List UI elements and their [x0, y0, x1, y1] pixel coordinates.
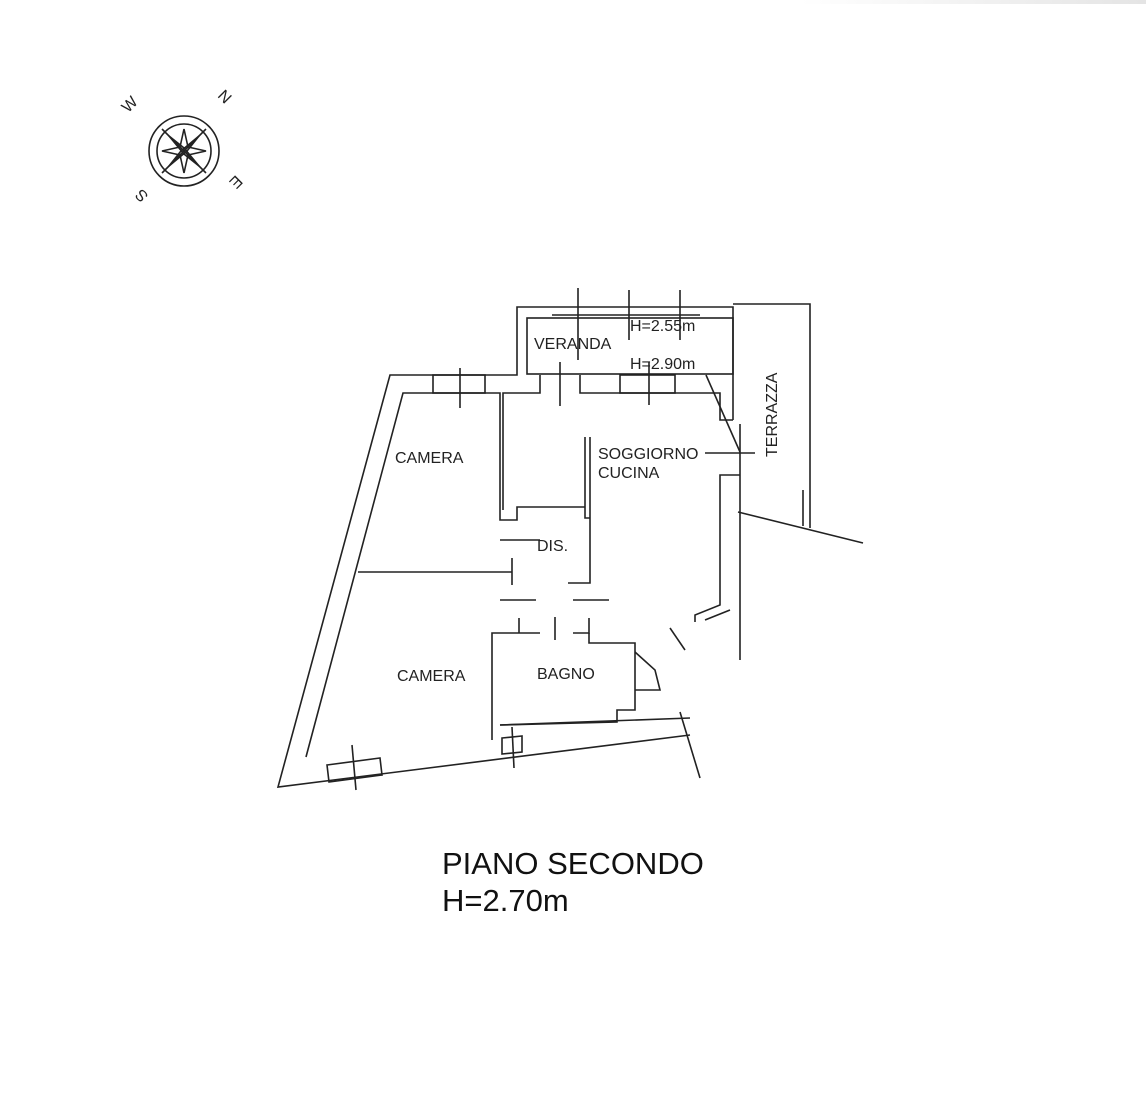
- room-labels: CAMERA VERANDA H=2.55m H=2.90m SOGGIORNO…: [395, 318, 781, 685]
- floor-height: H=2.70m: [442, 883, 569, 918]
- room-label-camera-bottom: CAMERA: [397, 668, 466, 685]
- room-label-cucina: CUCINA: [598, 465, 660, 482]
- compass-north: N: [214, 87, 234, 107]
- walls: [276, 288, 864, 791]
- compass-rose-icon: N W S E: [119, 87, 245, 205]
- room-label-bagno: BAGNO: [537, 666, 595, 683]
- caption: PIANO SECONDO H=2.70m: [442, 846, 704, 918]
- floor-title: PIANO SECONDO: [442, 846, 704, 881]
- room-label-camera-top: CAMERA: [395, 450, 464, 467]
- compass-west: W: [119, 93, 142, 116]
- compass-south: S: [132, 185, 152, 205]
- room-label-veranda: VERANDA: [534, 336, 612, 353]
- room-label-soggiorno: SOGGIORNO: [598, 446, 698, 463]
- room-label-terrazza: TERRAZZA: [764, 372, 781, 457]
- room-label-dis: DIS.: [537, 538, 568, 555]
- veranda-height-1: H=2.55m: [630, 318, 695, 335]
- compass-east: E: [226, 172, 246, 192]
- veranda-height-2: H=2.90m: [630, 356, 695, 373]
- top-edge-shade: [800, 0, 1146, 4]
